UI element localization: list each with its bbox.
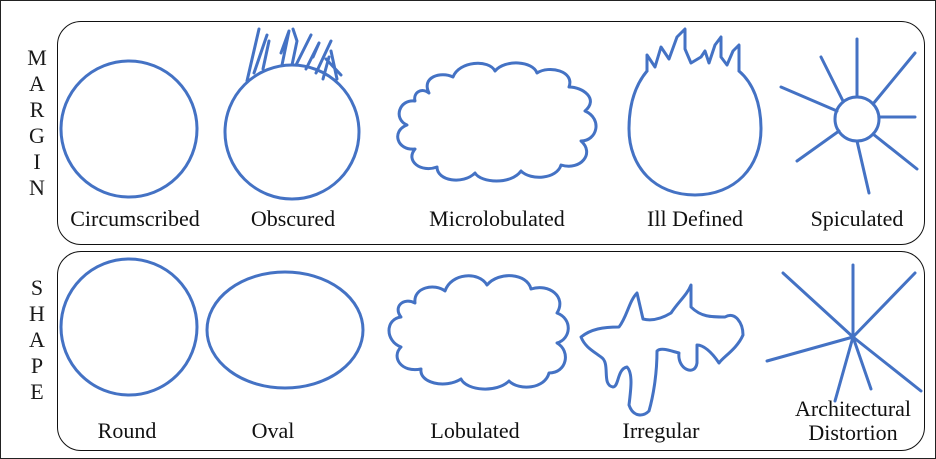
caption-architectural-line1: Architectural xyxy=(795,397,911,421)
spiculated-icon xyxy=(781,39,917,193)
caption-architectural-line2: Distortion xyxy=(795,421,911,445)
caption-lobulated: Lobulated xyxy=(430,419,519,443)
caption-spiculated: Spiculated xyxy=(811,207,904,231)
architectural-distortion-icon xyxy=(767,265,921,401)
round-icon xyxy=(61,259,197,395)
oval-icon xyxy=(207,272,363,388)
caption-round: Round xyxy=(98,419,157,443)
lobulated-icon xyxy=(389,276,568,389)
cloud-icon xyxy=(398,63,596,181)
caption-irregular: Irregular xyxy=(623,419,700,443)
circle-icon xyxy=(61,61,197,197)
caption-circumscribed: Circumscribed xyxy=(70,207,200,231)
irregular-icon xyxy=(581,285,743,415)
caption-oval: Oval xyxy=(252,419,295,443)
caption-microlobulated: Microlobulated xyxy=(429,207,565,231)
caption-ill-defined: Ill Defined xyxy=(647,207,743,231)
obscured-circle-icon xyxy=(225,29,359,199)
ill-defined-circle-icon xyxy=(629,29,761,195)
caption-architectural-distortion: Architectural Distortion xyxy=(795,397,911,445)
caption-obscured: Obscured xyxy=(251,207,335,231)
